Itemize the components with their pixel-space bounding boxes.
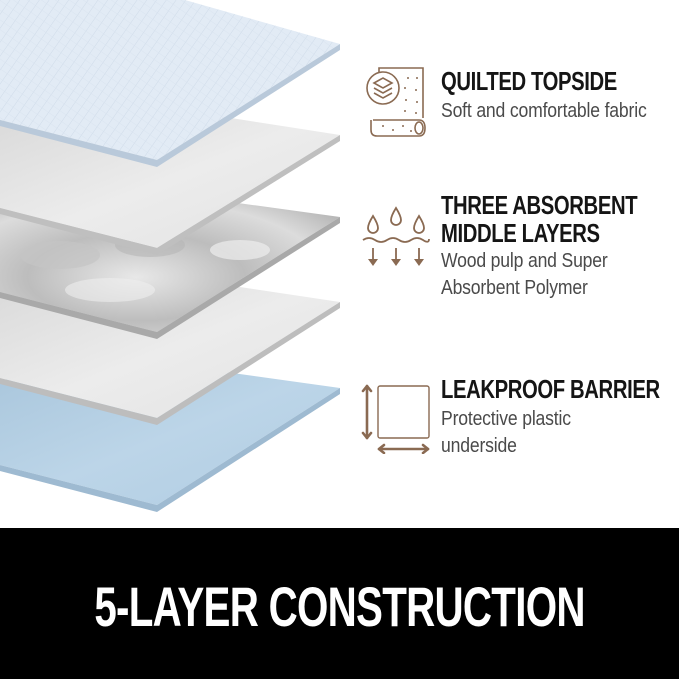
feature-description: Soft and comfortable fabric xyxy=(441,100,647,122)
feature-description-line-2: Absorbent Polymer xyxy=(441,277,588,299)
feature-title-line-1: THREE ABSORBENT xyxy=(441,190,638,220)
quilted-fabric-roll-icon xyxy=(361,64,431,137)
feature-title: QUILTED TOPSIDE xyxy=(441,66,617,96)
construction-banner: 5-LAYER CONSTRUCTION xyxy=(0,528,679,679)
feature-description-line-1: Protective plastic xyxy=(441,408,571,430)
feature-title: LEAKPROOF BARRIER xyxy=(441,374,660,404)
feature-description-line-1: Wood pulp and Super xyxy=(441,250,608,272)
banner-title: 5-LAYER CONSTRUCTION xyxy=(94,575,585,638)
feature-description-line-2: underside xyxy=(441,435,517,457)
square-dimensions-icon xyxy=(361,382,431,455)
layer-stack-illustration xyxy=(0,0,350,528)
feature-title-line-2: MIDDLE LAYERS xyxy=(441,218,600,248)
droplets-absorb-icon xyxy=(361,206,431,276)
feature-list: QUILTED TOPSIDE Soft and comfortable fab… xyxy=(355,0,679,528)
quilted-topside-layer xyxy=(0,0,340,167)
